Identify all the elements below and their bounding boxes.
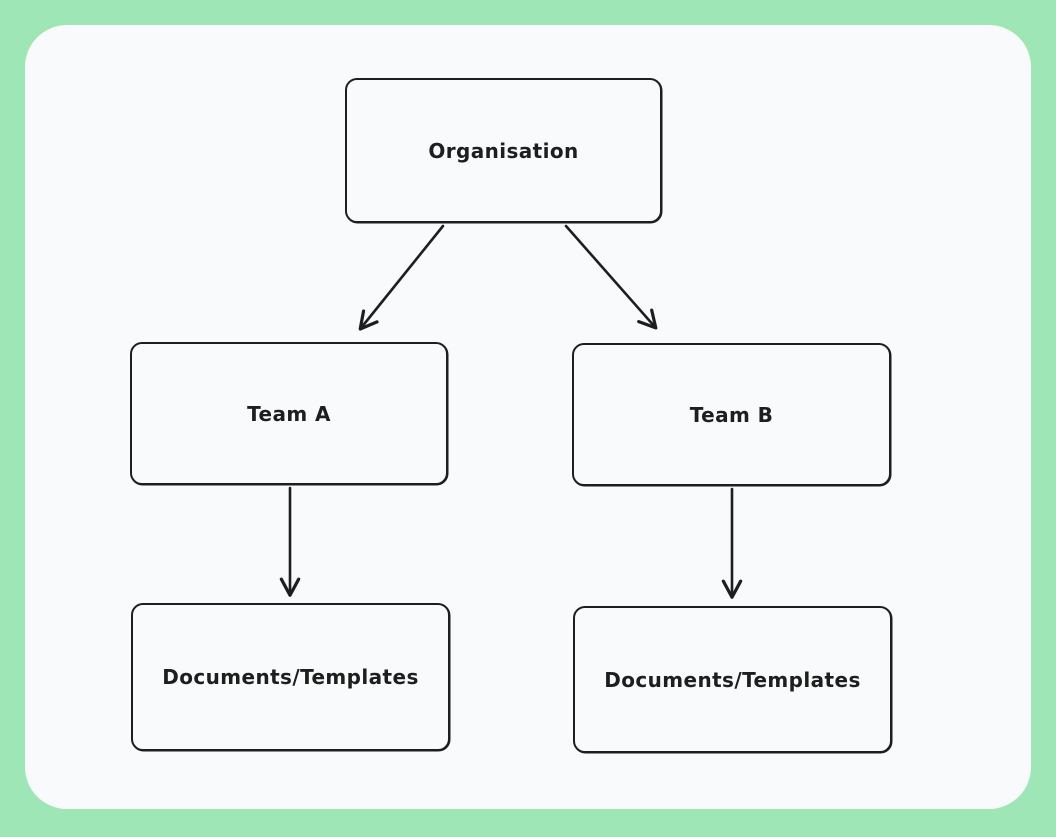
node-organisation-label: Organisation bbox=[428, 138, 579, 163]
node-documents-templates-b: Documents/Templates bbox=[573, 606, 892, 753]
node-organisation: Organisation bbox=[345, 78, 662, 223]
node-documents-templates-a-label: Documents/Templates bbox=[162, 665, 419, 689]
node-team-b-label: Team B bbox=[689, 402, 774, 427]
node-documents-templates-a: Documents/Templates bbox=[131, 603, 450, 751]
node-team-a-label: Team A bbox=[247, 401, 331, 426]
node-team-a: Team A bbox=[130, 342, 448, 485]
node-documents-templates-b-label: Documents/Templates bbox=[604, 667, 861, 692]
node-team-b: Team B bbox=[572, 343, 891, 486]
